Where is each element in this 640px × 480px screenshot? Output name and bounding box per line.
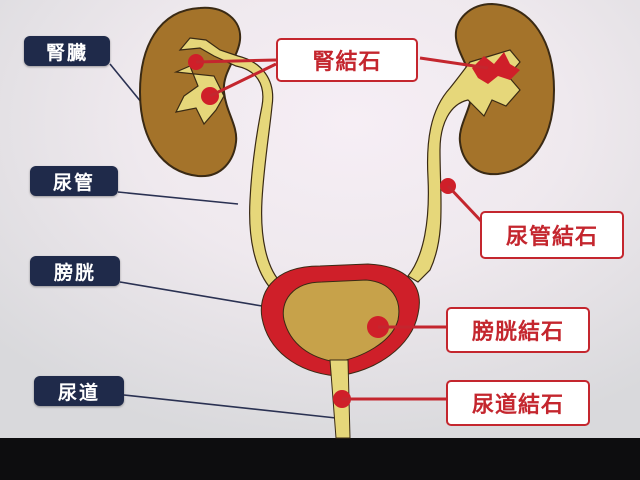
right-ureter xyxy=(407,49,521,283)
right-kidney-stone-cluster xyxy=(472,52,520,84)
bladder-leader-line xyxy=(119,281,263,307)
label-ureter-stone: 尿管結石 xyxy=(480,211,624,259)
urethra-leader-line xyxy=(123,394,337,419)
label-kidney: 腎臓 xyxy=(24,36,110,66)
screen-bezel xyxy=(0,438,640,480)
kidney-stone-leader-c xyxy=(419,56,489,70)
organ-leader-lines xyxy=(109,63,337,419)
label-urethra-stone: 尿道結石 xyxy=(446,380,590,426)
label-bladder: 膀胱 xyxy=(30,256,120,286)
kidney-stone-leader-b xyxy=(209,62,277,98)
stone-leader-lines xyxy=(195,56,489,401)
label-urethra: 尿道 xyxy=(34,376,124,406)
ureter-leader-line xyxy=(117,191,239,205)
ureter-stone-leader xyxy=(446,184,484,224)
label-ureter: 尿管 xyxy=(30,166,118,196)
label-bladder-stone: 膀胱結石 xyxy=(446,307,590,353)
label-kidney-stone: 腎結石 xyxy=(276,38,418,82)
kidney-stone-leader-a xyxy=(195,58,277,64)
